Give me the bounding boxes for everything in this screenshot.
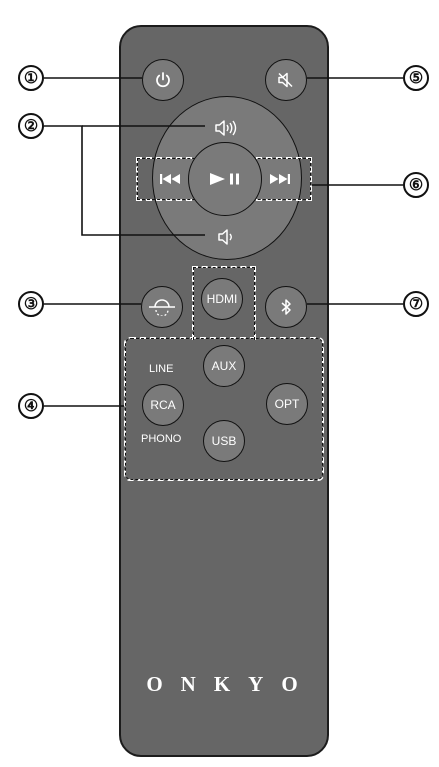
power-icon bbox=[156, 72, 170, 88]
callout-6: ⑥ bbox=[403, 172, 429, 198]
rca-button[interactable]: RCA bbox=[142, 384, 184, 426]
volume-down-button[interactable] bbox=[205, 222, 247, 252]
opt-label: OPT bbox=[274, 397, 300, 411]
callout-5: ⑤ bbox=[403, 65, 429, 91]
skip-next-icon bbox=[270, 174, 290, 184]
play-pause-button[interactable] bbox=[188, 142, 262, 216]
power-button[interactable] bbox=[142, 59, 184, 101]
volume-up-button[interactable] bbox=[205, 113, 247, 143]
play-pause-icon bbox=[210, 173, 239, 185]
callout-3: ③ bbox=[18, 291, 44, 317]
previous-button[interactable] bbox=[148, 166, 192, 192]
hdmi-button[interactable]: HDMI bbox=[201, 278, 243, 320]
usb-label: USB bbox=[211, 434, 237, 448]
dimmer-icon bbox=[149, 299, 175, 316]
phono-label: PHONO bbox=[141, 433, 182, 445]
callout-4: ④ bbox=[18, 393, 44, 419]
mute-button[interactable] bbox=[265, 59, 307, 101]
dimmer-button[interactable] bbox=[141, 286, 183, 328]
skip-previous-icon bbox=[160, 174, 180, 184]
callout-7: ⑦ bbox=[403, 291, 429, 317]
usb-button[interactable]: USB bbox=[203, 420, 245, 462]
callout-2: ② bbox=[18, 113, 44, 139]
callout-1: ① bbox=[18, 65, 44, 91]
input-group-highlight-inner bbox=[125, 338, 323, 480]
line-label: LINE bbox=[149, 363, 174, 375]
next-button[interactable] bbox=[258, 166, 302, 192]
mute-icon bbox=[278, 72, 293, 88]
bluetooth-button[interactable] bbox=[265, 286, 307, 328]
rca-label: RCA bbox=[150, 398, 176, 412]
aux-button[interactable]: AUX bbox=[203, 345, 245, 387]
opt-button[interactable]: OPT bbox=[266, 383, 308, 425]
aux-label: AUX bbox=[211, 359, 237, 373]
bluetooth-icon bbox=[281, 299, 291, 315]
onkyo-logo: ONKYO bbox=[146, 672, 316, 696]
volume-up-icon bbox=[215, 120, 237, 136]
hdmi-label: HDMI bbox=[206, 292, 238, 306]
hdmi-group-highlight-inner bbox=[193, 267, 255, 340]
volume-down-icon bbox=[218, 229, 232, 245]
